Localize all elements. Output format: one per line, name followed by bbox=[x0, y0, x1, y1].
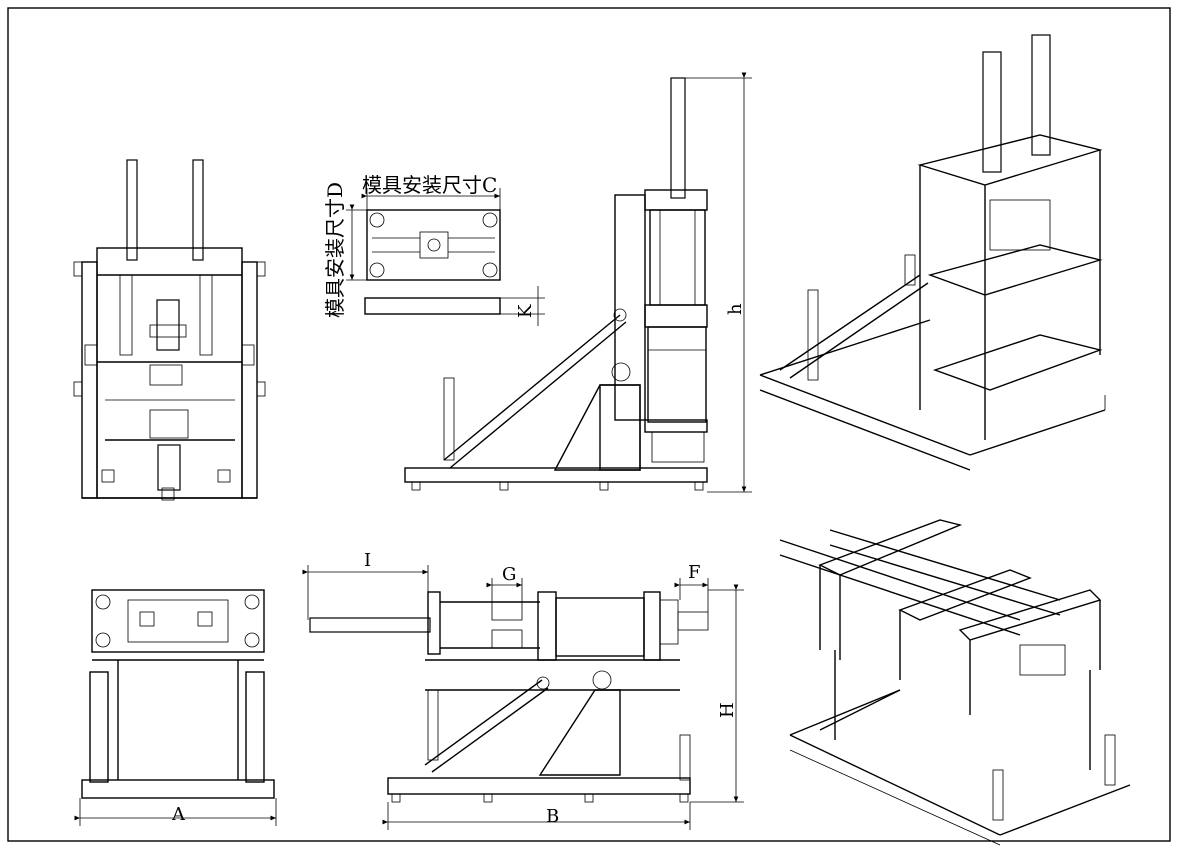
dim-h-upper-label: H bbox=[717, 702, 738, 718]
front-view-vertical bbox=[73, 159, 266, 501]
dim-g-label: G bbox=[502, 564, 516, 585]
mold-size-c-label: 模具安装尺寸C bbox=[362, 173, 497, 197]
isometric-view-horizontal bbox=[779, 519, 1131, 846]
side-view-vertical bbox=[404, 72, 752, 493]
side-view-horizontal bbox=[302, 565, 744, 830]
dim-k-label: K bbox=[515, 304, 536, 318]
dim-h-lower-label: h bbox=[725, 303, 746, 315]
dim-a-label: A bbox=[171, 804, 186, 825]
dim-b-label: B bbox=[546, 806, 559, 827]
dim-i-label: I bbox=[364, 550, 371, 571]
mold-plate-detail bbox=[346, 188, 545, 326]
sheet-border bbox=[7, 7, 1171, 842]
dim-f-label: F bbox=[688, 562, 701, 583]
mold-size-d-label: 模具安装尺寸D bbox=[323, 182, 347, 318]
isometric-view-vertical bbox=[759, 34, 1106, 471]
front-view-horizontal bbox=[74, 589, 277, 826]
